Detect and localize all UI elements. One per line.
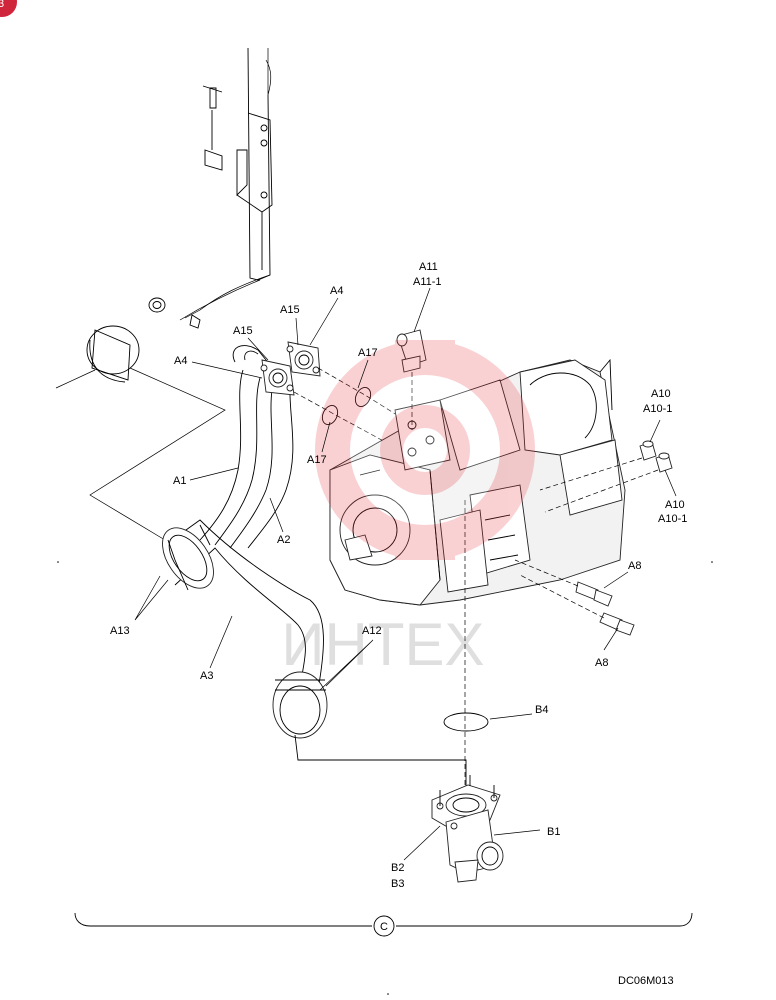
hose-bundle bbox=[199, 345, 294, 549]
dash-flange-upper bbox=[317, 367, 406, 421]
label-a8-bottom: A8 bbox=[595, 657, 608, 669]
view-bracket: C bbox=[74, 912, 693, 937]
label-a1: A1 bbox=[173, 475, 186, 487]
sensor-a8-lower bbox=[599, 612, 635, 636]
elbow-fitting-a11 bbox=[396, 329, 427, 430]
plug-a10-lower bbox=[655, 452, 673, 473]
corner-badge: 3 bbox=[0, 0, 17, 17]
label-a11: A11 bbox=[419, 261, 438, 273]
label-a3: A3 bbox=[200, 670, 213, 682]
stray-dot-right bbox=[711, 561, 713, 563]
label-a10-bottom: A10 bbox=[665, 499, 685, 511]
label-b4: B4 bbox=[535, 704, 548, 716]
label-a15-top: A15 bbox=[280, 304, 300, 316]
suction-pipe-a3 bbox=[162, 519, 467, 790]
corner-badge-text: 3 bbox=[0, 0, 4, 10]
dash-a10-lower bbox=[544, 469, 659, 513]
drawing-code: DC06M013 bbox=[618, 975, 674, 987]
label-b1: B1 bbox=[547, 826, 560, 838]
flange-left bbox=[260, 359, 295, 396]
view-marker: C bbox=[380, 921, 388, 933]
hydraulic-pump bbox=[329, 358, 626, 606]
label-a10-1-bottom: A10-1 bbox=[658, 513, 687, 525]
dash-flange-lower bbox=[293, 391, 401, 451]
label-a12: A12 bbox=[362, 625, 382, 637]
o-ring-b4 bbox=[443, 712, 489, 732]
label-a17-bottom: A17 bbox=[307, 454, 327, 466]
label-a13: A13 bbox=[110, 625, 130, 637]
sensor-a8-upper bbox=[575, 581, 613, 607]
label-a4-left: A4 bbox=[174, 355, 187, 367]
o-ring-a17-upper bbox=[354, 387, 372, 407]
callout-labels: A11 A11-1 A15 A4 A15 A4 A17 A17 A10 A10-… bbox=[110, 261, 687, 890]
label-a2: A2 bbox=[277, 534, 290, 546]
leader-line-a13 bbox=[89, 367, 226, 541]
plug-a10-upper bbox=[639, 440, 657, 461]
filter-cylinder bbox=[55, 325, 140, 389]
label-a11-1: A11-1 bbox=[413, 276, 442, 288]
stray-dot-bottom bbox=[387, 993, 389, 995]
watermark-logo bbox=[315, 340, 535, 560]
flange-right bbox=[286, 341, 321, 377]
label-b3: B3 bbox=[391, 878, 404, 890]
suction-flange-b1 bbox=[431, 775, 504, 883]
frame-bracket bbox=[148, 47, 273, 329]
label-b2: B2 bbox=[391, 862, 404, 874]
label-a10-1-top: A10-1 bbox=[643, 403, 672, 415]
label-a17-top: A17 bbox=[358, 347, 378, 359]
watermark-text: ИНТЕХ bbox=[281, 611, 484, 678]
stray-dot-left bbox=[57, 561, 59, 563]
label-a4-top: A4 bbox=[330, 285, 343, 297]
label-a8-top: A8 bbox=[628, 560, 641, 572]
o-ring-a17-lower bbox=[321, 405, 339, 425]
dash-a10-upper bbox=[539, 457, 643, 491]
dash-a8-upper bbox=[514, 559, 579, 587]
label-a10-top: A10 bbox=[651, 388, 671, 400]
leader-lines bbox=[134, 287, 677, 861]
label-a15-left: A15 bbox=[233, 325, 253, 337]
